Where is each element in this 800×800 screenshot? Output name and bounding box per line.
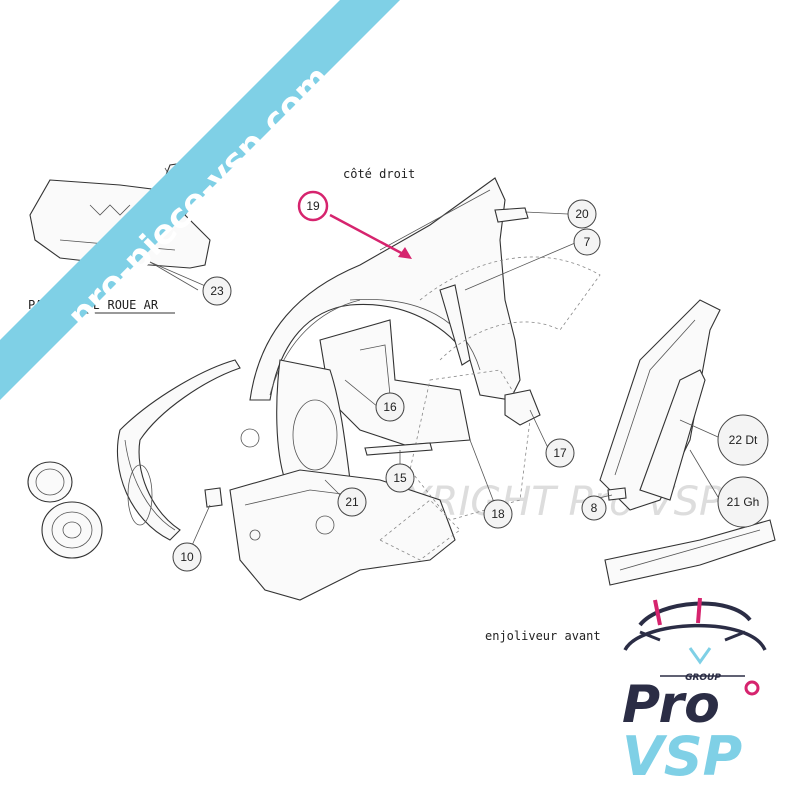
logo-pro: Pro: [622, 675, 720, 735]
label-trim: enjoliveur avant: [485, 629, 601, 643]
logo-group: GROUP: [685, 673, 721, 683]
callout-20: 20: [567, 199, 597, 229]
callout-7: 7: [573, 228, 601, 256]
callout-10: 10: [172, 542, 202, 572]
part-headlight-housing: [116, 359, 241, 541]
svg-text:19: 19: [306, 199, 320, 213]
svg-text:21: 21: [345, 495, 359, 509]
callout-17: 17: [545, 438, 575, 468]
body-frame: [229, 177, 601, 601]
svg-text:8: 8: [591, 501, 598, 515]
svg-text:20: 20: [575, 207, 589, 221]
part-side-pillar: [599, 299, 776, 586]
callout-21: 21: [337, 487, 367, 517]
svg-text:23: 23: [210, 284, 224, 298]
svg-text:21 Gh: 21 Gh: [727, 495, 760, 509]
svg-text:17: 17: [553, 446, 567, 460]
callout-15: 15: [385, 463, 415, 493]
callout-19-highlight: 19: [297, 190, 412, 259]
logo-dot-icon: [744, 680, 760, 696]
callout-21-gh: 21 Gh: [717, 476, 769, 528]
provsp-logo: GROUP Pro VSP: [622, 597, 767, 788]
svg-text:10: 10: [180, 550, 194, 564]
callout-8: 8: [581, 495, 607, 521]
logo-vsp: VSP: [622, 725, 742, 788]
svg-text:22 Dt: 22 Dt: [729, 433, 758, 447]
svg-text:18: 18: [491, 507, 505, 521]
callout-16: 16: [375, 392, 405, 422]
callout-22-dt: 22 Dt: [717, 414, 769, 466]
svg-text:7: 7: [584, 235, 591, 249]
headlamp-assembly: [27, 461, 103, 559]
car-outline-icon: [623, 597, 767, 665]
callout-18: 18: [483, 499, 513, 529]
callout-23: 23: [202, 276, 232, 306]
label-side: côté droit: [343, 167, 415, 181]
svg-text:15: 15: [393, 471, 407, 485]
svg-text:16: 16: [383, 400, 397, 414]
leader-lines: [149, 211, 719, 551]
